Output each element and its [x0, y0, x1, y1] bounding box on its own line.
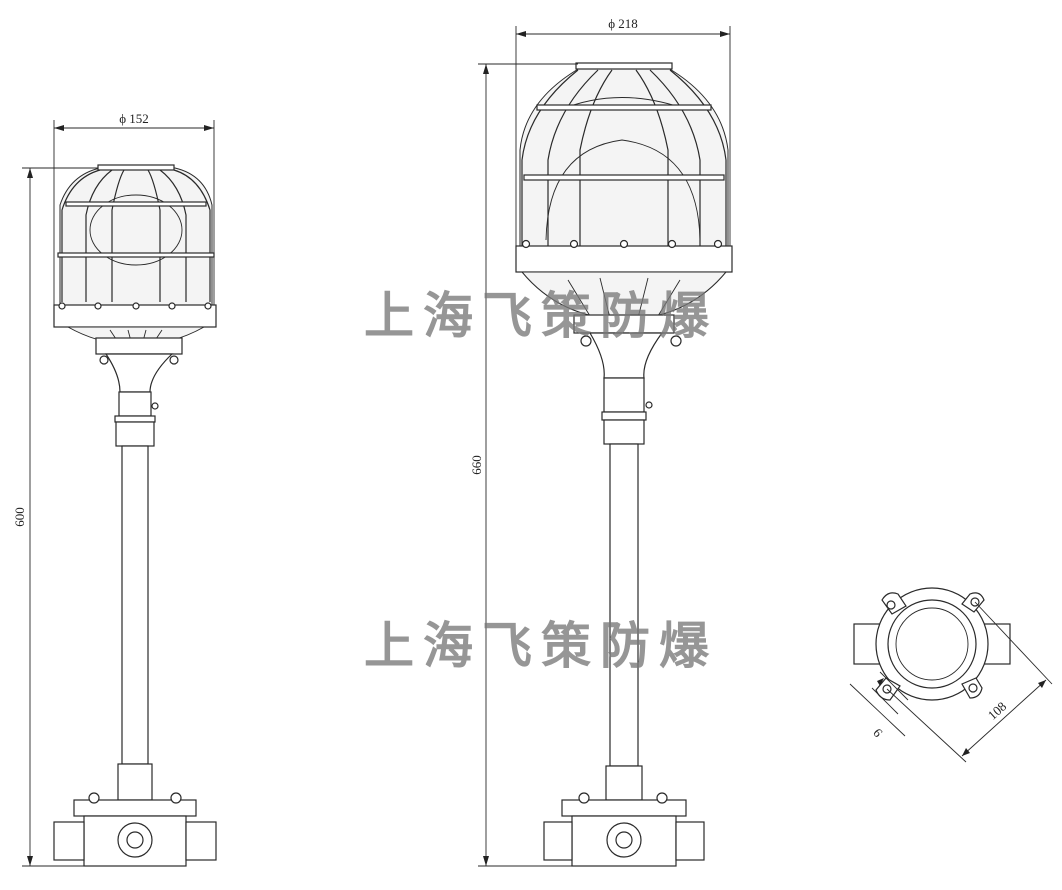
small-lamp-base [53, 792, 217, 867]
small-lamp-height-dimension: 600 [12, 167, 98, 867]
large-lamp: ϕ 218 660 [469, 16, 733, 867]
small-lamp: ϕ 152 600 [12, 111, 217, 867]
large-lamp-diameter-label: ϕ 218 [608, 16, 638, 31]
small-lamp-cage [57, 164, 215, 302]
base-hole-spacing-label: 108 [985, 699, 1010, 723]
large-lamp-cage [521, 62, 727, 246]
watermark-bottom: 上海飞策防爆 [364, 617, 718, 675]
small-lamp-height-label: 600 [12, 507, 27, 527]
base-top-view: 108 9 [849, 587, 1053, 763]
small-lamp-diameter-label: ϕ 152 [119, 111, 149, 126]
base-hole-diameter-label: 9 [870, 726, 885, 741]
large-lamp-height-label: 660 [469, 455, 484, 475]
large-lamp-height-dimension: 660 [469, 63, 578, 867]
small-lamp-diameter-dimension: ϕ 152 [53, 111, 215, 305]
large-lamp-base [543, 792, 705, 867]
large-lamp-diameter-dimension: ϕ 218 [515, 16, 731, 246]
watermark-top: 上海飞策防爆 [364, 287, 718, 345]
